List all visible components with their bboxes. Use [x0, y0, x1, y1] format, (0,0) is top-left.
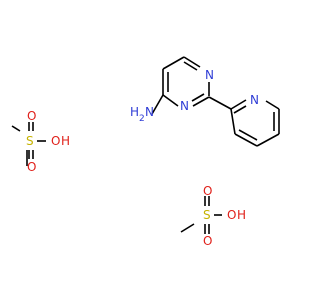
methanesulfonic-acid-2: S O O O H	[180, 184, 246, 248]
bond-c3p-c2p	[230, 108, 236, 135]
atom-pyridine-n: N	[250, 93, 259, 107]
bond-c4p-c3p-double	[238, 129, 258, 141]
bond-s-o-left-1	[11, 125, 21, 132]
atom-s-2: S	[203, 208, 211, 222]
aminopyridylpyrimidine-labels: N N N H 2 N	[130, 68, 259, 124]
atom-oh-h-2: H	[237, 208, 246, 222]
bond-pyrimidine-pyridine	[208, 96, 232, 110]
atom-oh-1: O	[51, 134, 60, 148]
bond-c2p-n1p-double	[233, 105, 247, 114]
atom-oh-2: O	[227, 208, 236, 222]
atom-o-bottom-1: O	[27, 160, 36, 174]
bond-c6-n1-double	[183, 61, 198, 71]
atom-o-bottom-2: O	[203, 234, 212, 248]
bond-c2-n3-double	[191, 93, 205, 102]
atom-amine-n: N	[145, 105, 154, 119]
atom-o-top-2: O	[203, 184, 212, 198]
methanesulfonic-acid-1: S O O O H	[11, 109, 70, 174]
bond-ch3-s-2	[180, 223, 195, 233]
atom-n1: N	[205, 68, 214, 82]
bond-c4p-c3p	[234, 133, 258, 147]
atom-n3: N	[180, 99, 189, 113]
atom-s-1: S	[26, 134, 34, 148]
atom-o-top-1: O	[27, 109, 36, 123]
bond-c2-n3	[192, 96, 210, 107]
atom-amine-h-subscript: 2	[139, 114, 145, 124]
atom-amine-h: H	[130, 105, 139, 119]
structure-canvas: N N N H 2 N S O O O H S O O O H	[11, 56, 280, 248]
bond-c5p-c4p	[256, 133, 280, 147]
pyridine-ring	[208, 96, 280, 147]
bond-c2p-n1p	[230, 99, 247, 110]
bond-c4-nh2	[151, 94, 164, 115]
atom-oh-h-1: H	[61, 134, 70, 148]
bond-c5-c6	[162, 56, 185, 70]
chemical-structure: N N N H 2 N S O O O H S O O O H	[11, 56, 280, 248]
pyrimidine-ring	[151, 56, 210, 115]
bond-c6-n1	[183, 56, 201, 68]
bond-n1p-c6p	[265, 100, 280, 110]
bond-n3-c4	[162, 94, 179, 107]
